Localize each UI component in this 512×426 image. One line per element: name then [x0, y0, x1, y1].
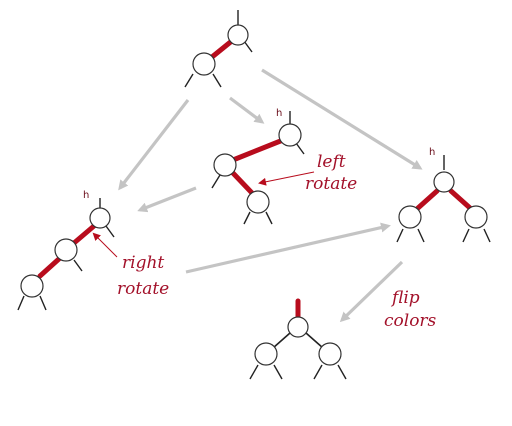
h-marker: h [83, 190, 89, 201]
tree-left-rotate: h [211, 108, 315, 225]
label-rotate: rotate [305, 174, 357, 194]
transition-arrows [118, 68, 423, 323]
label-right: right [122, 253, 164, 273]
arrow-top-to-left-rotate-tree [229, 96, 265, 124]
tree-flipped [249, 298, 347, 380]
h-marker: h [276, 108, 282, 119]
arrow-top-to-flip-tree [261, 68, 423, 170]
arrow-top-to-right-rotate-tree [118, 99, 190, 191]
arrow-flip-tree-to-bottom-tree [339, 260, 404, 323]
label-rotate: rotate [117, 279, 169, 299]
arrow-left-rotate-to-right-rotate-tree [137, 186, 197, 213]
h-marker: h [429, 147, 435, 158]
tree-right-rotate: h [17, 190, 118, 311]
tree-top [184, 10, 253, 88]
label-flip: flip [390, 288, 420, 308]
label-colors: colors [384, 311, 437, 331]
label-left: left [317, 152, 346, 172]
tree-flip-candidate: h [396, 147, 491, 243]
arrow-right-rotate-to-flip-tree [185, 222, 391, 274]
